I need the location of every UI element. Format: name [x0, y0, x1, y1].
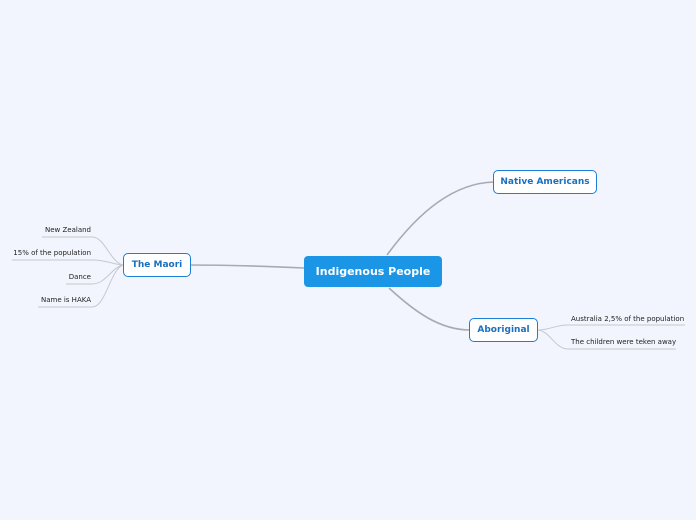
- topic-maori-label: The Maori: [131, 260, 183, 270]
- subtopic-name-is-haka[interactable]: Name is HAKA: [40, 296, 91, 304]
- connector-maori-haka: [38, 264, 124, 308]
- subtopic-dance[interactable]: Dance: [68, 273, 91, 281]
- central-topic[interactable]: Indigenous People: [304, 256, 442, 287]
- connector-central-aboriginal: [388, 287, 471, 331]
- central-topic-label: Indigenous People: [315, 265, 431, 278]
- subtopic-australia-population[interactable]: Australia 2,5% of the population: [571, 315, 685, 323]
- subtopic-new-zealand[interactable]: New Zealand: [45, 226, 91, 234]
- topic-native-americans[interactable]: Native Americans: [493, 170, 597, 194]
- topic-native-americans-label: Native Americans: [500, 177, 590, 187]
- connector-maori-new-zealand: [42, 236, 124, 266]
- connector-aboriginal-australia: [537, 324, 685, 331]
- topic-aboriginal-label: Aboriginal: [477, 325, 530, 335]
- connector-aboriginal-children: [537, 329, 676, 350]
- connector-maori-population: [12, 259, 124, 266]
- subtopic-15-percent-population[interactable]: 15% of the population: [13, 249, 91, 257]
- topic-maori[interactable]: The Maori: [123, 253, 191, 277]
- connector-central-native-americans: [386, 181, 495, 256]
- topic-aboriginal[interactable]: Aboriginal: [469, 318, 538, 342]
- connector-maori-dance: [66, 264, 124, 285]
- connector-central-maori: [189, 264, 305, 269]
- subtopic-children-taken-away[interactable]: The children were teken away: [571, 338, 677, 346]
